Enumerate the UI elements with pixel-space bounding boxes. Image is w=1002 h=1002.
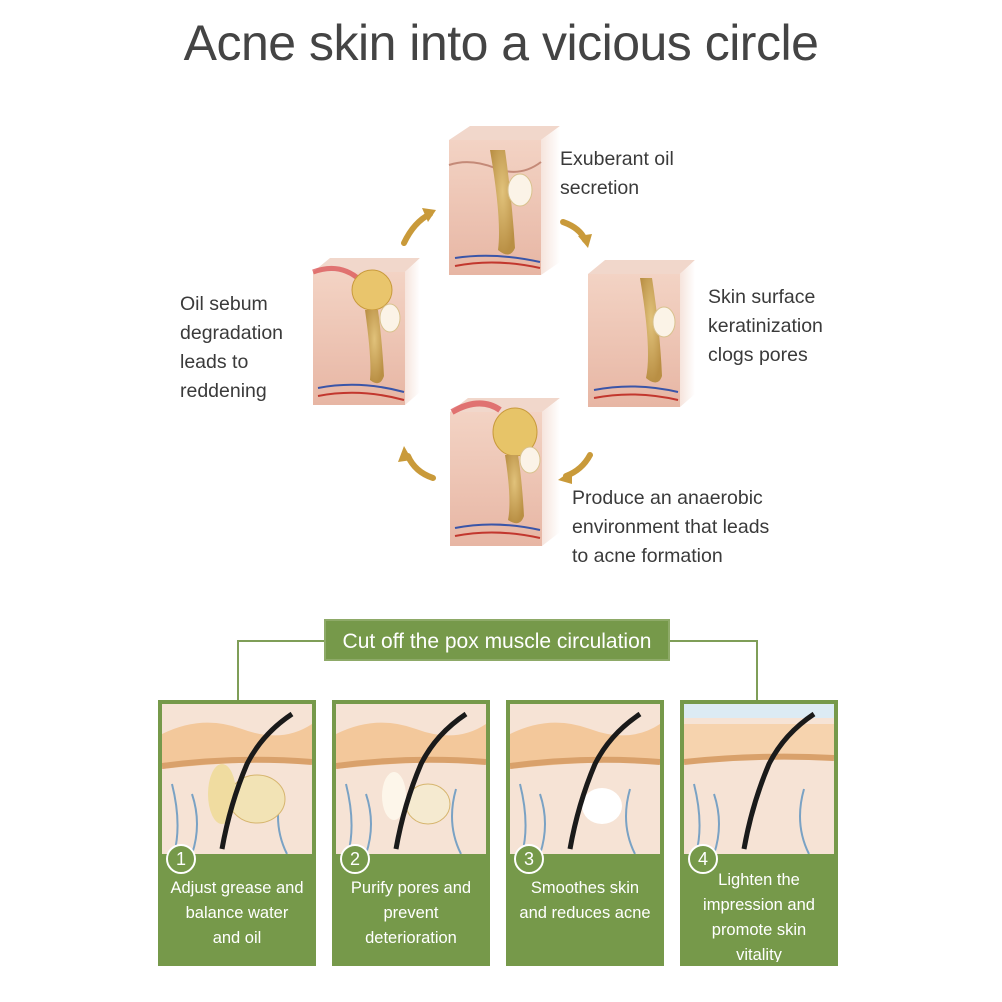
card-line: Smoothes skin	[530, 879, 640, 897]
step-number-badge: 1	[166, 844, 196, 874]
skin-illustration	[684, 704, 834, 854]
caption-line: Produce an anaerobic	[572, 487, 763, 509]
card-line: prevent	[383, 904, 439, 922]
skin-illustration	[510, 704, 660, 854]
card-line: and reduces acne	[519, 904, 651, 922]
skin-block-bottom	[450, 398, 560, 546]
solution-card-2: 2 Purify pores and prevent deterioration	[332, 700, 490, 966]
card-line: balance water	[185, 904, 289, 922]
caption-line: degradation	[180, 322, 284, 344]
skin-block-right	[588, 260, 695, 407]
card-line: Adjust grease and	[170, 879, 304, 897]
card-text: Adjust grease and balance water and oil	[162, 876, 312, 951]
caption-line: clogs pores	[708, 344, 808, 366]
connector-right	[670, 640, 758, 642]
arrow-head-3	[558, 470, 572, 484]
card-line: Purify pores and	[350, 879, 472, 897]
page-title: Acne skin into a vicious circle	[183, 15, 819, 71]
solution-card-1: 1 Adjust grease and balance water and oi…	[158, 700, 316, 966]
card-line: impression and	[703, 896, 815, 914]
caption-line: Oil sebum	[180, 293, 268, 315]
solution-card-3: 3 Smoothes skin and reduces acne	[506, 700, 664, 966]
skin-block-top	[448, 126, 560, 275]
cycle-arrows	[398, 208, 593, 484]
connector-drop-left	[237, 640, 239, 700]
caption-line: leads to	[180, 351, 249, 373]
card-line: vitality	[736, 946, 782, 964]
caption-line: keratinization	[708, 315, 823, 337]
connector-left	[237, 640, 324, 642]
arrow-bottom-to-left	[405, 453, 436, 481]
card-text: Lighten the impression and promote skin …	[684, 868, 834, 964]
arrow-head-1	[422, 208, 436, 222]
card-text: Smoothes skin and reduces acne	[510, 876, 660, 926]
caption-line: Exuberant oil	[560, 148, 674, 170]
card-text: Purify pores and prevent deterioration	[336, 876, 486, 951]
arrow-head-2	[578, 234, 592, 248]
arrow-head-4	[398, 446, 412, 462]
card-line: promote skin	[711, 921, 807, 939]
arrow-left-to-top	[401, 211, 433, 246]
solution-card-4: 4 Lighten the impression and promote ski…	[680, 700, 838, 966]
card-line: and oil	[212, 929, 262, 947]
caption-top: Exuberant oil secretion	[560, 145, 674, 203]
connector-drop-right	[756, 640, 758, 700]
step-number-badge: 4	[688, 844, 718, 874]
solution-label: Cut off the pox muscle circulation	[324, 619, 670, 661]
skin-illustration	[336, 704, 486, 854]
vicious-cycle-diagram	[312, 126, 695, 546]
caption-left: Oil sebum degradation leads to reddening	[180, 290, 283, 406]
caption-line: secretion	[560, 177, 640, 199]
card-line: Lighten the	[718, 871, 800, 889]
skin-illustration	[162, 704, 312, 854]
caption-bottom: Produce an anaerobic environment that le…	[572, 484, 769, 571]
caption-line: reddening	[180, 380, 267, 402]
card-line: deterioration	[365, 929, 457, 947]
caption-line: Skin surface	[708, 286, 816, 308]
caption-line: environment that leads	[572, 516, 770, 538]
caption-line: to acne formation	[572, 545, 723, 567]
step-number-badge: 2	[340, 844, 370, 874]
caption-right: Skin surface keratinization clogs pores	[708, 283, 823, 370]
step-number-badge: 3	[514, 844, 544, 874]
skin-block-left	[312, 258, 420, 405]
